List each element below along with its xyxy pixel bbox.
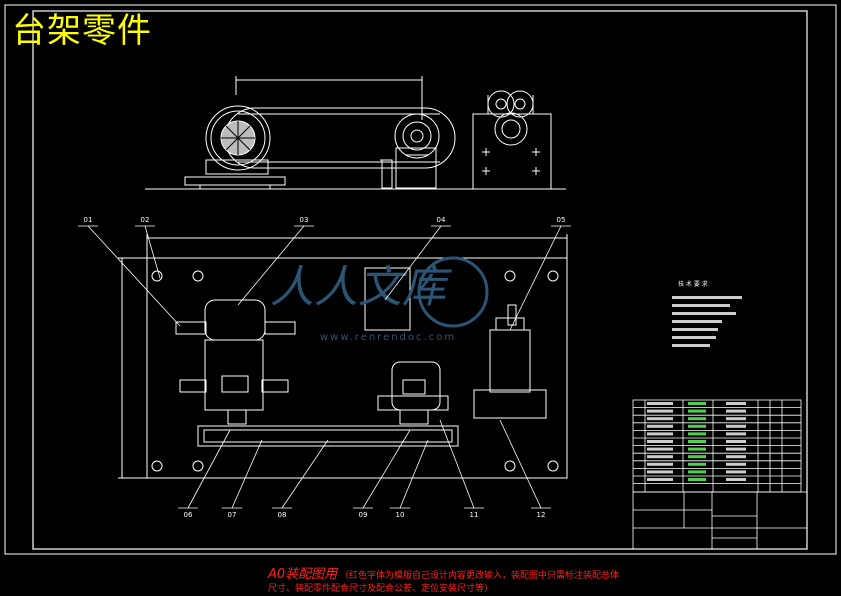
parts-list-entry — [688, 440, 706, 443]
parts-list-entry — [647, 417, 673, 421]
parts-list-entry — [688, 478, 706, 481]
leader-line-08 — [281, 439, 329, 509]
parts-list-entry — [688, 447, 706, 451]
parts-list-entry — [726, 409, 746, 413]
leader-line-07 — [231, 439, 263, 509]
parts-list-entry — [726, 417, 746, 421]
parts-list-entry — [688, 424, 706, 428]
leader-line-06 — [187, 429, 231, 509]
title-block — [632, 399, 808, 550]
part-leaders — [78, 225, 571, 509]
balloon-08: 08 — [278, 511, 287, 519]
balloon-02: 02 — [141, 216, 150, 224]
parts-list-entry — [647, 447, 673, 451]
parts-list-entry — [647, 432, 673, 436]
leader-line-01 — [87, 225, 181, 327]
tech-req-title: 技 术 要 求 — [678, 280, 708, 288]
parts-list-entry — [726, 424, 746, 428]
parts-list-entry — [726, 455, 746, 459]
parts-list-entry — [688, 417, 706, 421]
balloon-01: 01 — [84, 216, 93, 224]
parts-list-entry — [726, 447, 746, 451]
parts-list-entry — [726, 478, 746, 481]
parts-list-entry — [647, 440, 673, 443]
balloon-03: 03 — [300, 216, 309, 224]
parts-list-entry — [688, 462, 706, 466]
parts-list-entry — [647, 409, 673, 413]
parts-list-entries — [647, 402, 746, 481]
tech-requirements: 技 术 要 求 — [672, 280, 742, 347]
watermark: 人人文库 www.renrendoc.com — [270, 256, 489, 343]
parts-list-entry — [726, 402, 746, 405]
inner-frame — [32, 10, 808, 550]
balloon-06: 06 — [184, 511, 193, 519]
parts-list-entry — [688, 402, 706, 405]
outer-frame — [4, 4, 837, 555]
drawing-title: 台架零件 — [12, 11, 152, 51]
balloon-11: 11 — [470, 511, 479, 519]
leader-line-09 — [362, 429, 411, 509]
leader-line-05 — [509, 225, 562, 331]
parts-list-entry — [647, 424, 673, 428]
balloon-05: 05 — [557, 216, 566, 224]
parts-list-entry — [688, 455, 706, 459]
watermark-url: www.renrendoc.com — [320, 332, 456, 343]
template-note-line1: （红色字体为模版自己设计内容更改输入，装配图中只需标注装配总体 — [340, 571, 620, 581]
template-note: A0装配图用 （红色字体为模版自己设计内容更改输入，装配图中只需标注装配总体 尺… — [268, 568, 619, 596]
parts-list-entry — [726, 440, 746, 443]
watermark-text: 人人文库 — [270, 262, 453, 313]
parts-list-entry — [647, 462, 673, 466]
balloon-10: 10 — [396, 511, 405, 519]
template-note-main: A0装配图用 — [268, 567, 338, 582]
plan-view — [118, 234, 568, 479]
elevation-view — [145, 76, 566, 190]
leader-line-03 — [237, 225, 305, 306]
balloon-07: 07 — [228, 511, 237, 519]
balloon-12: 12 — [537, 511, 546, 519]
parts-list-entry — [688, 432, 706, 436]
parts-list-entry — [726, 470, 746, 474]
parts-list-entry — [647, 470, 673, 474]
parts-list-entry — [726, 432, 746, 436]
leader-line-11 — [439, 419, 475, 509]
leader-line-12 — [499, 419, 542, 509]
parts-list-entry — [647, 478, 673, 481]
parts-list-entry — [726, 462, 746, 466]
balloon-09: 09 — [359, 511, 368, 519]
leader-line-10 — [399, 439, 429, 509]
template-note-line2: 尺寸、装配零件配合尺寸及配合公差、定位安装尺寸等） — [268, 584, 494, 594]
leader-line-04 — [384, 225, 442, 301]
parts-list-entry — [647, 455, 673, 459]
balloon-04: 04 — [437, 216, 446, 224]
part-labels: 01 02 03 04 05 06 07 08 09 10 11 12 — [84, 216, 566, 519]
parts-list-entry — [647, 402, 673, 405]
parts-list-entry — [688, 470, 706, 474]
leader-line-02 — [144, 225, 161, 279]
parts-list-entry — [688, 409, 706, 413]
